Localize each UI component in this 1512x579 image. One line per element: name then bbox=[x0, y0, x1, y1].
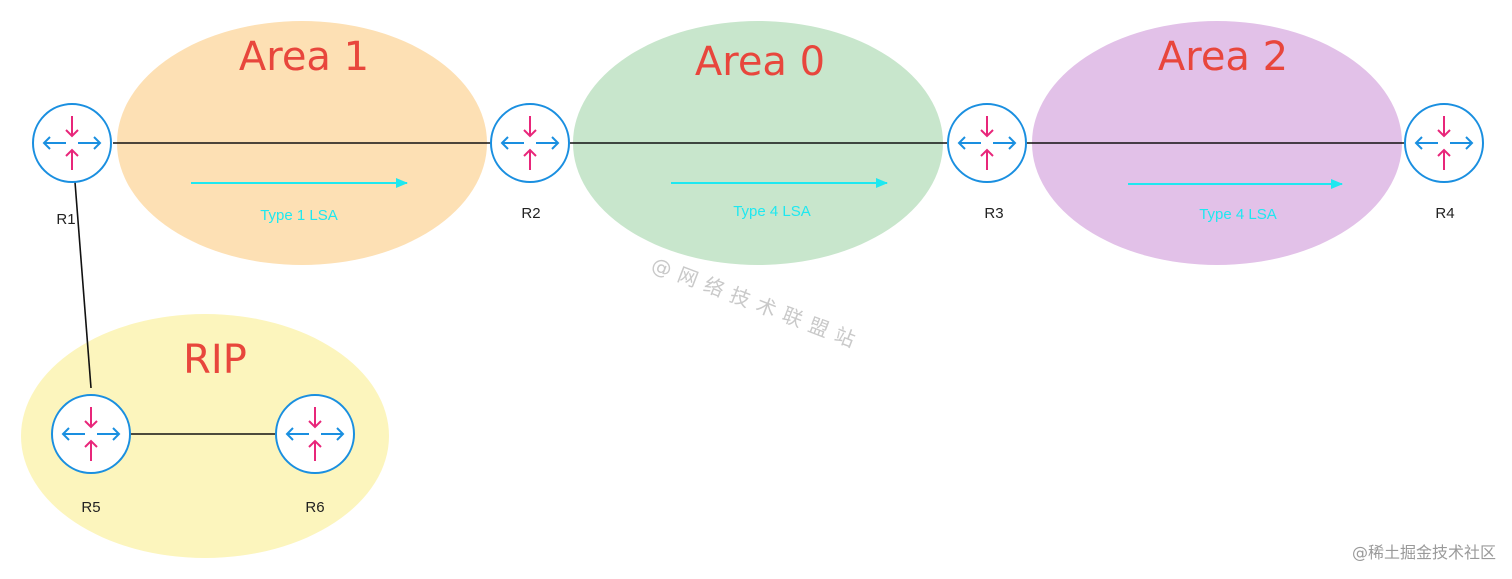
area1-title: Area 1 bbox=[239, 34, 369, 80]
footer-watermark: @稀土掘金技术社区 bbox=[1352, 543, 1496, 562]
router-r5-label: R5 bbox=[81, 499, 100, 516]
router-r2-icon bbox=[490, 103, 570, 183]
watermark-text: @网络技术联盟站 bbox=[648, 252, 866, 355]
area2-title: Area 2 bbox=[1158, 34, 1288, 80]
link-r1-r5 bbox=[74, 181, 92, 389]
rip-region bbox=[21, 314, 389, 558]
router-r5-icon bbox=[51, 394, 131, 474]
router-r3-icon bbox=[947, 103, 1027, 183]
router-r1-icon bbox=[32, 103, 112, 183]
router-r6-label: R6 bbox=[305, 499, 324, 516]
router-r1-label: R1 bbox=[56, 211, 75, 228]
router-r2-label: R2 bbox=[521, 205, 540, 222]
router-r6-icon bbox=[275, 394, 355, 474]
lsa-label-area0: Type 4 LSA bbox=[733, 203, 811, 220]
rip-title: RIP bbox=[183, 337, 247, 383]
router-r4-label: R4 bbox=[1435, 205, 1454, 222]
router-r3-label: R3 bbox=[984, 205, 1003, 222]
lsa-label-area1: Type 1 LSA bbox=[260, 207, 338, 224]
lsa-label-area2: Type 4 LSA bbox=[1199, 206, 1277, 223]
area0-title: Area 0 bbox=[695, 39, 825, 85]
router-r4-icon bbox=[1404, 103, 1484, 183]
